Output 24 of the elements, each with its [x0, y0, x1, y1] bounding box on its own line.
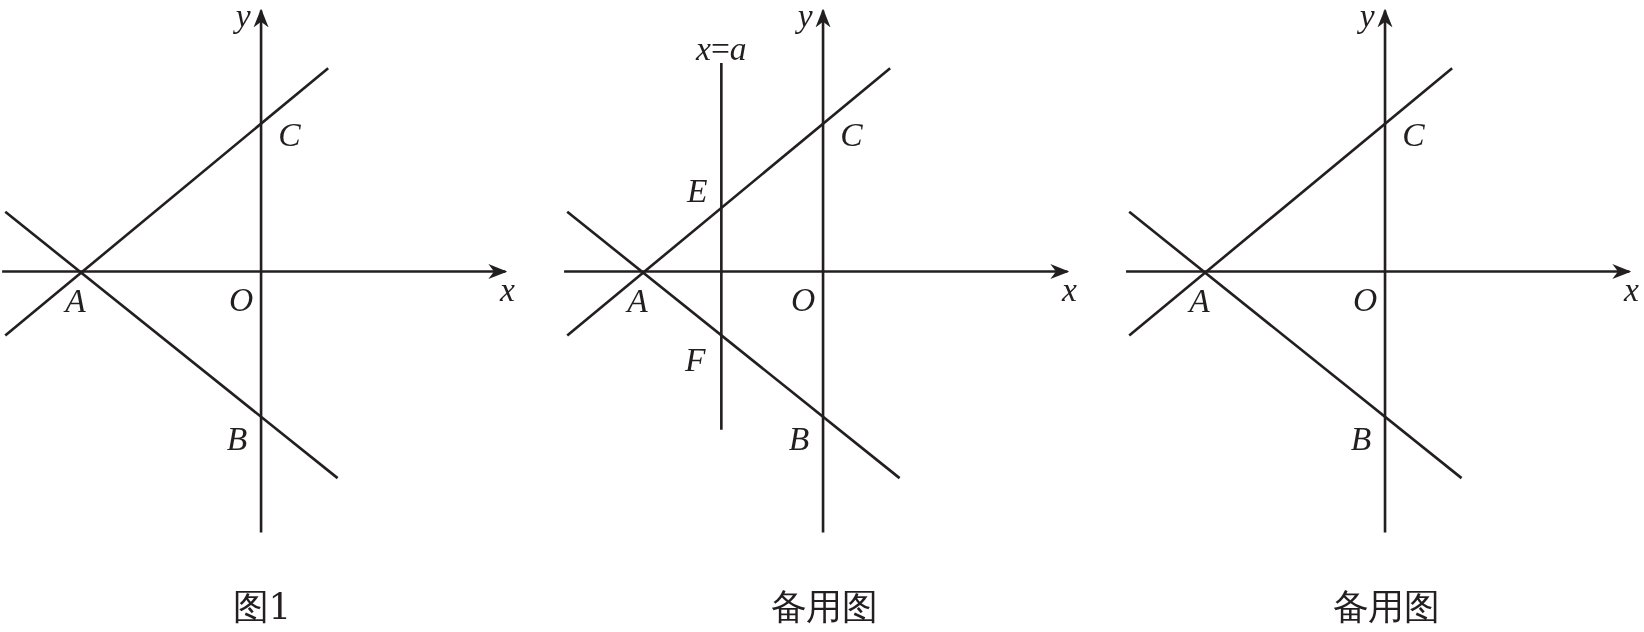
point-label: A — [1189, 284, 1210, 318]
point-label: A — [65, 284, 86, 318]
point-label: C — [840, 117, 863, 151]
point-label: C — [278, 117, 301, 151]
line-equation: x=a — [696, 31, 747, 65]
point-label: O — [791, 283, 816, 317]
axis-label: x — [1062, 272, 1077, 307]
point-label: B — [226, 421, 248, 456]
figure-caption: 备用图 — [1332, 588, 1440, 624]
figure-caption: 备用图 — [770, 588, 878, 624]
axis-label: x — [500, 272, 515, 307]
axis-label: y — [1359, 0, 1375, 33]
point-label: F — [684, 342, 706, 377]
figure-caption: 图1 — [232, 588, 292, 624]
point-label: O — [229, 283, 254, 317]
axis-label: y — [797, 0, 813, 33]
axis-label: y — [235, 0, 251, 33]
point-label: B — [1350, 421, 1372, 456]
point-label: O — [1353, 283, 1378, 317]
axis-label: x — [1623, 272, 1639, 307]
point-label: C — [1402, 117, 1425, 151]
point-label: A — [627, 284, 648, 318]
point-label: E — [687, 174, 708, 208]
point-label: B — [788, 421, 810, 456]
